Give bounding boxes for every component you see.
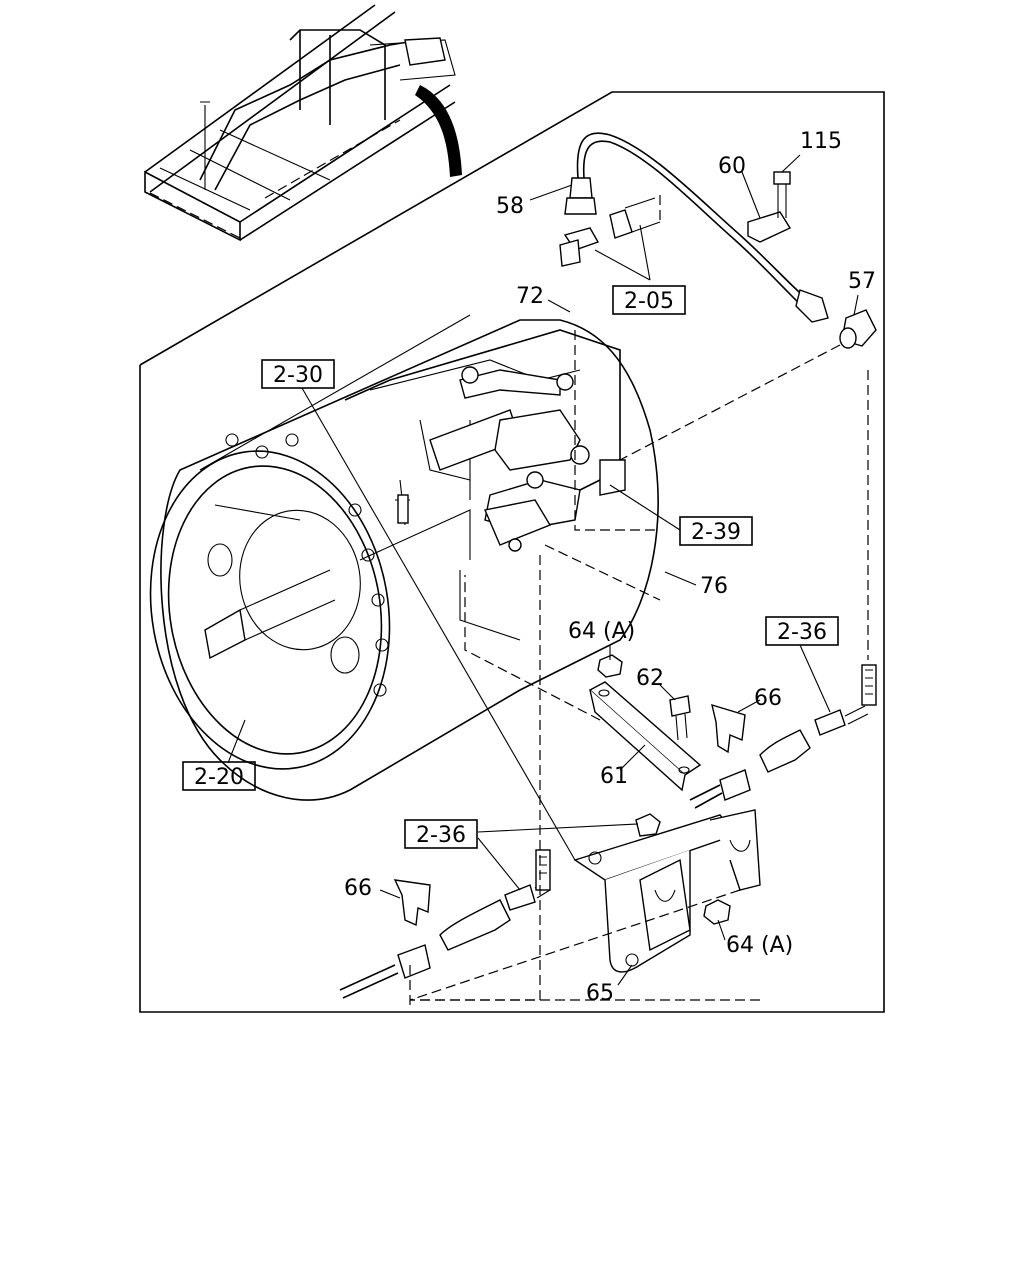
part-label-66-right: 66 (754, 686, 782, 711)
ref-label-2-20: 2-20 (194, 765, 244, 790)
ref-label-2-36-left: 2-36 (416, 823, 466, 848)
ref-box-2-39 (679, 516, 753, 546)
air-hose-assembly (559, 132, 877, 349)
part-labels: 58 60 115 57 72 76 64 (A) 62 66 61 66 64… (344, 129, 876, 1006)
part-label-57: 57 (848, 269, 876, 294)
leader-lines (227, 154, 859, 986)
shift-cables (339, 664, 877, 999)
ref-box-2-36-left (404, 819, 478, 849)
reference-boxes: 2-05 2-30 2-39 2-36 2-20 2-36 (182, 285, 839, 849)
ref-label-2-30: 2-30 (273, 363, 323, 388)
guide-lines (409, 330, 869, 1005)
ref-label-2-05: 2-05 (624, 289, 674, 314)
ref-box-2-05 (612, 285, 686, 315)
ref-box-2-20 (182, 761, 256, 791)
part-label-115: 115 (800, 129, 842, 154)
part-label-65: 65 (586, 981, 614, 1006)
ref-box-2-36-right (765, 616, 839, 646)
part-label-76: 76 (700, 574, 728, 599)
part-label-61: 61 (600, 764, 628, 789)
part-label-72: 72 (516, 284, 544, 309)
bracket-65 (393, 703, 761, 973)
ref-box-2-30 (261, 359, 335, 389)
ref-label-2-39: 2-39 (691, 520, 741, 545)
shift-tower (344, 329, 626, 552)
bracket-61 (588, 654, 702, 792)
transmission-housing (149, 314, 659, 801)
part-label-64a-top: 64 (A) (568, 619, 635, 644)
part-label-62: 62 (636, 666, 664, 691)
part-label-58: 58 (496, 194, 524, 219)
ref-label-2-36-right: 2-36 (777, 620, 827, 645)
part-label-64a-bottom: 64 (A) (726, 933, 793, 958)
chassis-overview-inset (144, 4, 462, 242)
part-label-60: 60 (718, 154, 746, 179)
detail-frame (139, 91, 885, 1013)
part-label-66-left: 66 (344, 876, 372, 901)
